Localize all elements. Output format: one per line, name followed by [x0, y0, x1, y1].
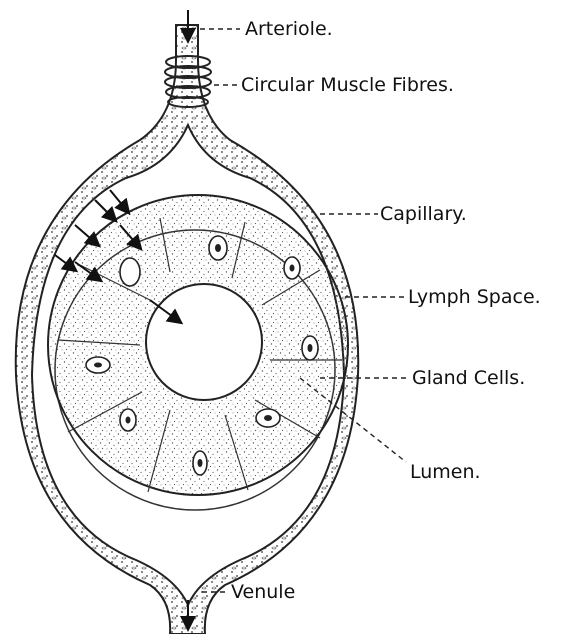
label-arteriole: Arteriole.	[245, 18, 333, 40]
label-capillary: Capillary.	[380, 203, 467, 225]
label-venule: Venule	[231, 581, 295, 603]
label-lumen: Lumen.	[410, 461, 481, 483]
lumen	[146, 284, 262, 400]
label-lymph-space: Lymph Space.	[408, 286, 541, 308]
label-gland-cells: Gland Cells.	[412, 367, 525, 389]
label-muscle: Circular Muscle Fibres.	[241, 74, 454, 96]
